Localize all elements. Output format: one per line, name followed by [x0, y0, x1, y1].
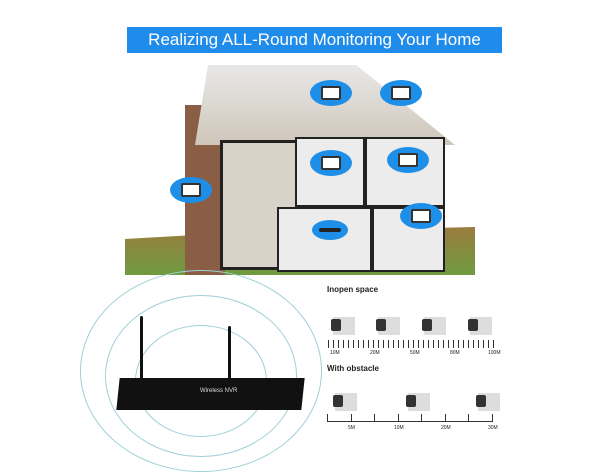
scale-label: 5M	[348, 425, 355, 431]
camera-icon	[376, 317, 400, 335]
scale-label: 10M	[394, 425, 404, 431]
antenna-right	[228, 326, 231, 380]
camera-icon	[310, 150, 352, 176]
antenna-left	[140, 316, 143, 380]
scale-label: 20M	[370, 350, 380, 356]
nvr-icon	[312, 220, 348, 240]
scale-label: 80M	[450, 350, 460, 356]
camera-icon	[406, 393, 430, 411]
signal-rings	[80, 270, 322, 472]
camera-icon	[387, 147, 429, 173]
house-illustration	[125, 65, 475, 275]
scale-label: 100M	[488, 350, 501, 356]
scale-label: 30M	[488, 425, 498, 431]
camera-icon	[468, 317, 492, 335]
camera-icon	[380, 80, 422, 106]
camera-icon	[422, 317, 446, 335]
open-space-title: Inopen space	[327, 285, 379, 294]
nvr-label: Wireless NVR	[200, 388, 238, 394]
scale-label: 20M	[441, 425, 451, 431]
camera-icon	[400, 203, 442, 229]
scale-label: 10M	[330, 350, 340, 356]
camera-icon	[476, 393, 500, 411]
nvr-device	[116, 378, 305, 410]
open-space-ruler	[328, 340, 496, 348]
camera-icon	[333, 393, 357, 411]
title-banner: Realizing ALL-Round Monitoring Your Home	[127, 27, 502, 53]
scale-label: 50M	[410, 350, 420, 356]
obstacle-ruler	[327, 421, 493, 422]
camera-icon	[331, 317, 355, 335]
obstacle-title: With obstacle	[327, 364, 379, 373]
camera-icon	[170, 177, 212, 203]
camera-icon	[310, 80, 352, 106]
